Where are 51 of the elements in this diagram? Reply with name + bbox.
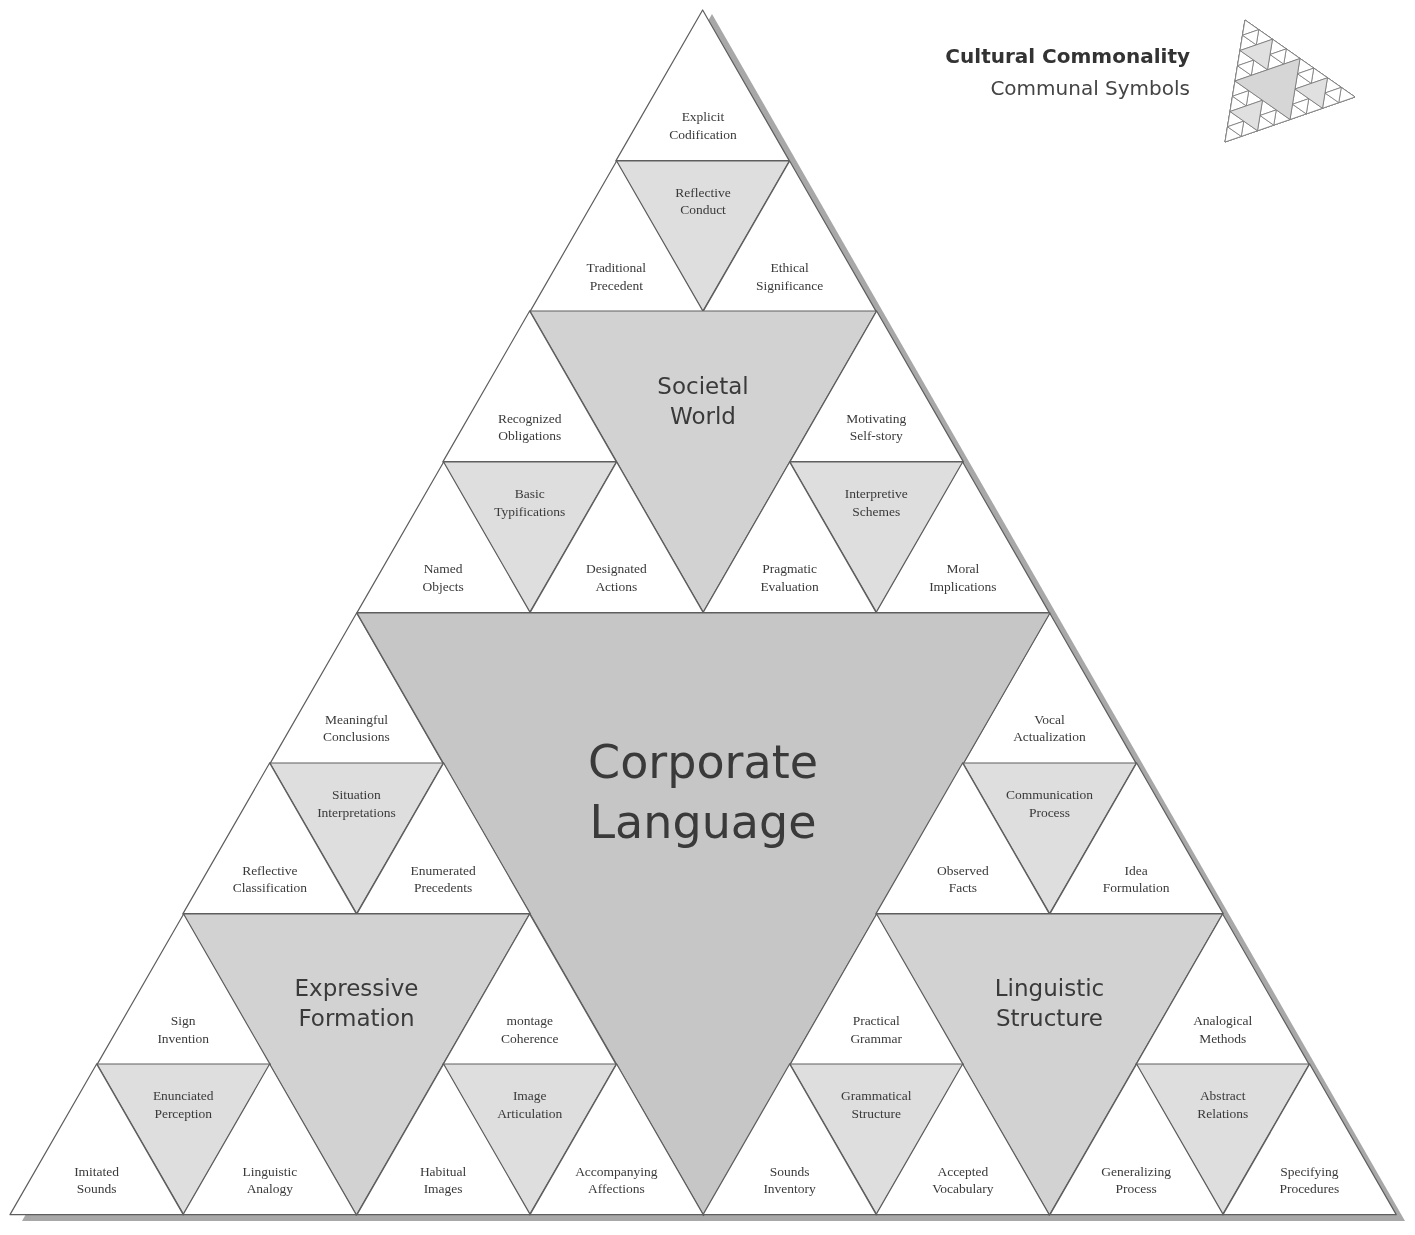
- segment-label: Moral Implications: [928, 560, 998, 596]
- segment-label: Analogical Methods: [1192, 1012, 1254, 1048]
- triangle-tile: [96, 913, 270, 1065]
- segment-label: Accepted Vocabulary: [931, 1162, 995, 1198]
- segment-label: Basic Typifications: [493, 485, 567, 521]
- segment-label: Explicit Codification: [668, 108, 738, 144]
- segment-label: Accompanying Affections: [574, 1162, 659, 1198]
- triangle-tile: [789, 311, 963, 462]
- legend-title: Cultural Commonality: [945, 44, 1190, 68]
- segment-label: Enunciated Perception: [151, 1087, 215, 1123]
- segment-label: Practical Grammar: [849, 1012, 904, 1048]
- segment-title: Linguistic Structure: [993, 974, 1106, 1034]
- segment-label: Ethical Significance: [754, 259, 825, 295]
- segment-label: Observed Facts: [936, 861, 990, 897]
- segment-label: Specifying Procedures: [1278, 1162, 1341, 1198]
- segment-label: Generalizing Process: [1100, 1162, 1172, 1198]
- segment-label: Reflective Classification: [231, 861, 308, 897]
- segment-label: Motivating Self-story: [845, 409, 908, 445]
- segment-label: Designated Actions: [585, 560, 648, 596]
- segment-label: Interpretive Schemes: [843, 485, 909, 521]
- segment-title: Expressive Formation: [293, 974, 420, 1034]
- segment-label: montage Coherence: [499, 1012, 560, 1048]
- segment-label: Sounds Inventory: [762, 1162, 817, 1198]
- triangle-tile: [962, 612, 1137, 764]
- segment-label: Communication Process: [1005, 786, 1094, 822]
- segment-label: Recognized Obligations: [496, 409, 563, 445]
- segment-label: Imitated Sounds: [73, 1162, 121, 1198]
- segment-label: Sign Invention: [156, 1012, 211, 1048]
- legend-subtitle: Communal Symbols: [990, 76, 1190, 100]
- triangle-tile: [443, 913, 617, 1065]
- segment-label: Abstract Relations: [1196, 1087, 1250, 1123]
- segment-label: Situation Interpretations: [316, 786, 397, 822]
- segment-label: Idea Formulation: [1101, 861, 1171, 897]
- segment-label: Vocal Actualization: [1012, 710, 1087, 746]
- segment-label: Enumerated Precedents: [409, 861, 477, 897]
- triangle-tile: [616, 10, 790, 161]
- segment-label: Habitual Images: [418, 1162, 468, 1198]
- segment-label: Traditional Precedent: [585, 259, 648, 295]
- segment-title: Societal World: [656, 371, 750, 431]
- segment-label: Meaningful Conclusions: [322, 710, 391, 746]
- triangle-tile: [443, 311, 617, 462]
- segment-label: Pragmatic Evaluation: [759, 560, 820, 596]
- triangle-tile: [789, 913, 963, 1065]
- segment-label: Linguistic Analogy: [241, 1162, 299, 1198]
- triangle-tile: [269, 612, 444, 764]
- segment-title: Corporate Language: [587, 734, 819, 852]
- segment-label: Named Objects: [421, 560, 465, 596]
- triangle-tile: [1136, 913, 1310, 1065]
- segment-label: Grammatical Structure: [840, 1087, 913, 1123]
- segment-label: Reflective Conduct: [674, 183, 732, 219]
- segment-label: Image Articulation: [496, 1087, 564, 1123]
